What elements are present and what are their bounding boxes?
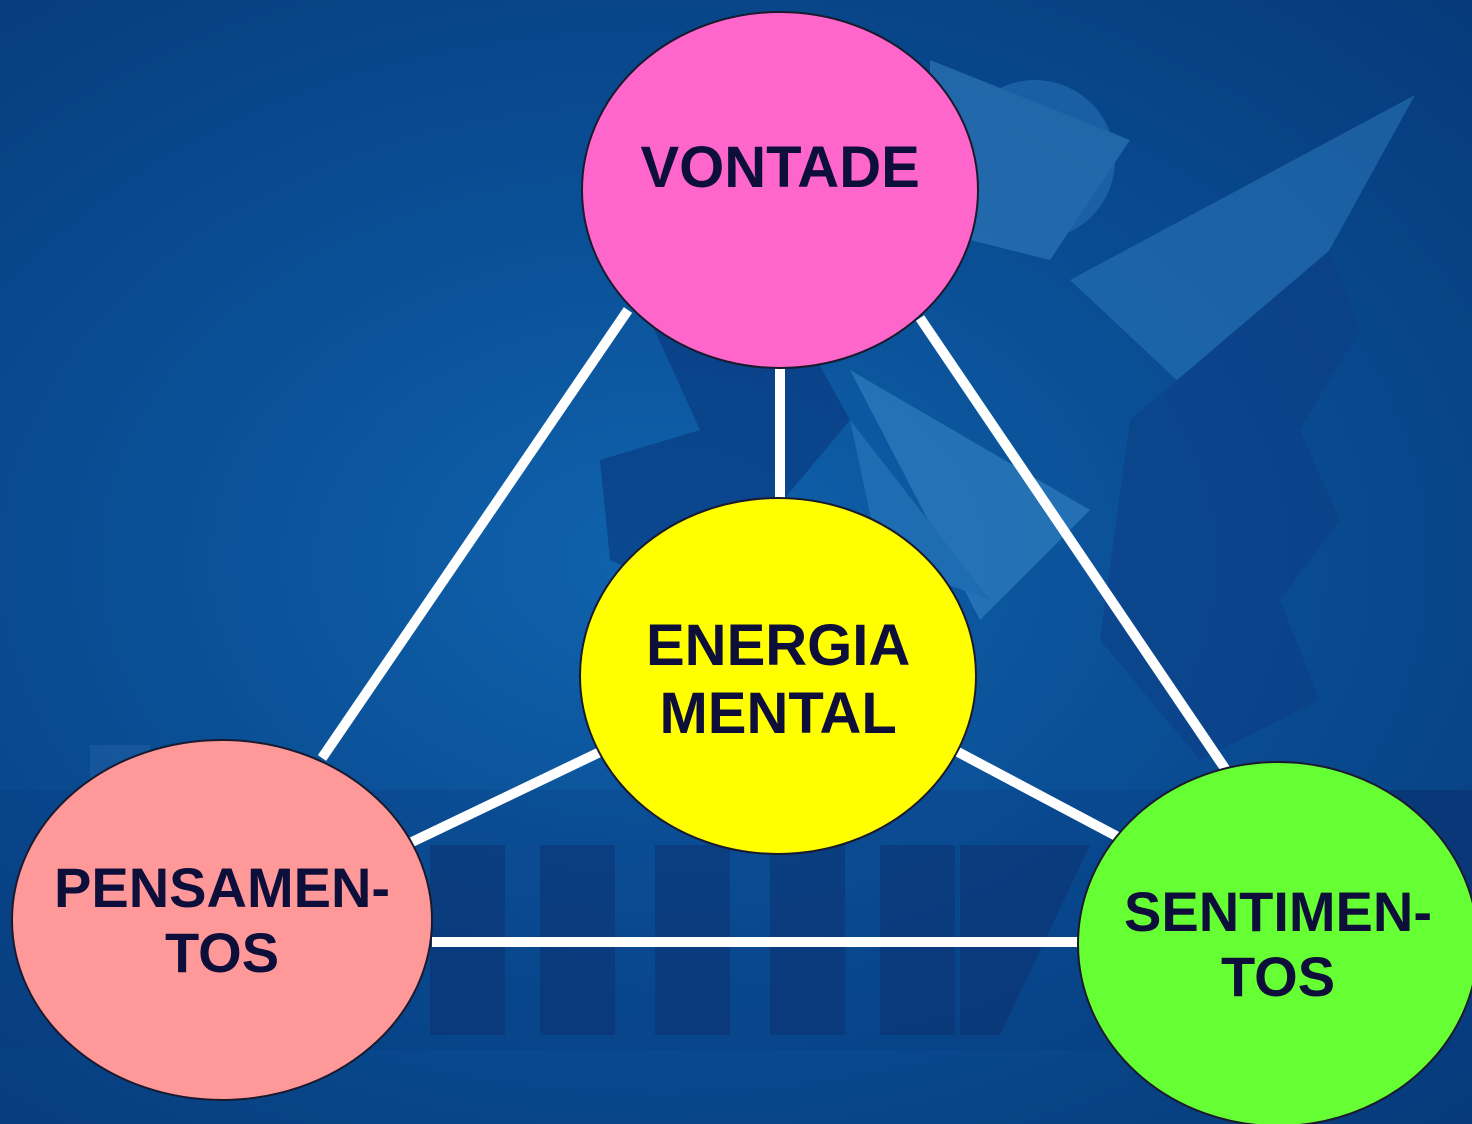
label-line: PENSAMEN- bbox=[54, 855, 391, 919]
label-line: TOS bbox=[164, 921, 280, 985]
energia-mental-node bbox=[579, 497, 977, 855]
label-line: SENTIMEN- bbox=[1124, 879, 1432, 943]
pensamentos-label: PENSAMEN-TOS bbox=[54, 855, 390, 986]
nodes bbox=[11, 11, 1472, 1124]
label-line: VONTADE bbox=[640, 135, 920, 200]
sentimentos-node bbox=[1077, 761, 1472, 1124]
pensamentos-node bbox=[11, 739, 433, 1101]
vontade-node bbox=[581, 11, 979, 369]
connector-vontade-pensamentos bbox=[317, 307, 633, 761]
label-line: TOS bbox=[1220, 945, 1336, 1009]
connectors bbox=[317, 307, 1231, 947]
label-line: MENTAL bbox=[659, 680, 897, 746]
sentimentos-label: SENTIMEN-TOS bbox=[1124, 879, 1432, 1010]
connector-energia-pensamentos bbox=[409, 747, 603, 847]
label-line: ENERGIA bbox=[646, 613, 911, 678]
vontade-label: VONTADE bbox=[641, 134, 920, 202]
connector-vontade-sentimentos bbox=[915, 315, 1231, 773]
connector-energia-sentimentos bbox=[955, 747, 1123, 843]
